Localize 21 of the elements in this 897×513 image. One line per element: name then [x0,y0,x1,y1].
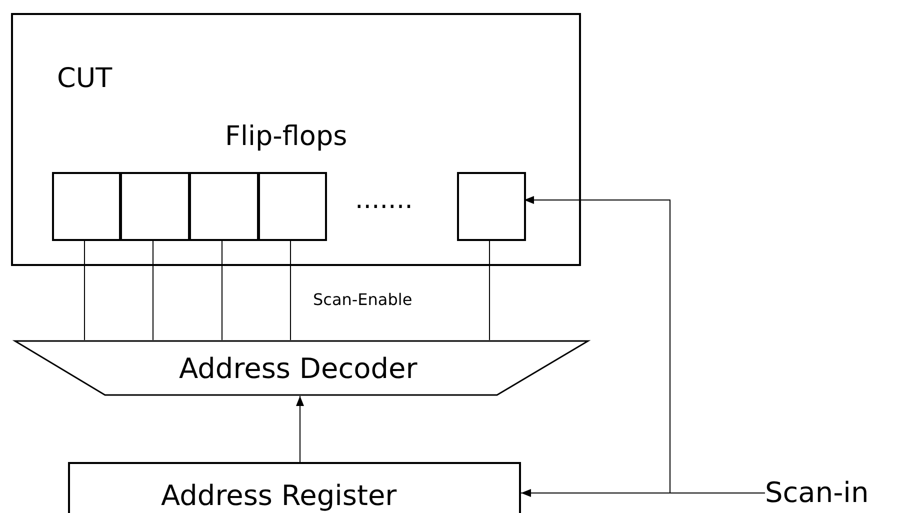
signal-label: Scan-in [765,476,895,510]
arrow [296,396,304,462]
connector-line [489,238,490,340]
register-box [68,462,521,513]
arrow [524,196,766,494]
flip-flop-cell [189,172,259,241]
ellipsis-label: ....... [355,187,413,213]
flip-flop-cell [258,172,327,241]
block-title: CUT [57,65,112,92]
block-name: Address Register [161,482,397,510]
flip-flop-cell [52,172,121,241]
circuit-block [11,13,581,266]
connector-line [152,238,154,340]
flip-flop-cell [120,172,190,241]
signal-label: Scan-Enable [313,292,412,308]
flip-flop-cell [457,172,526,241]
connector-line [290,238,291,340]
block-heading: Flip-flops [225,123,348,150]
block-name: Address Decoder [179,355,418,383]
connector-line [84,238,85,340]
decoder-trapezoid [14,340,589,396]
